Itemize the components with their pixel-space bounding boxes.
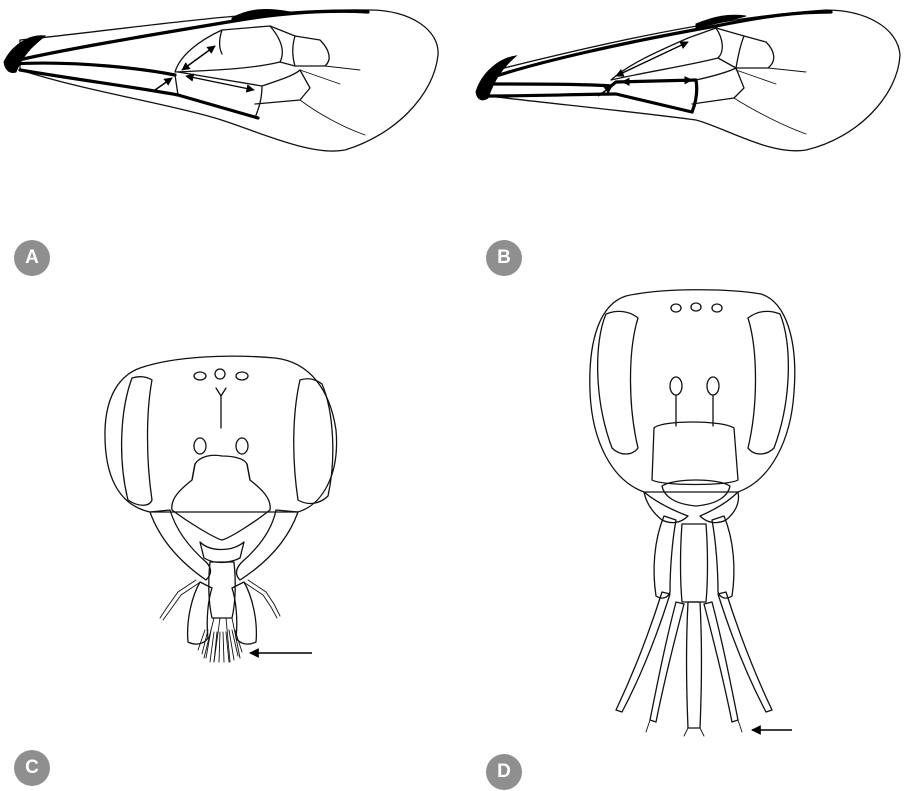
head-c-figure — [0, 300, 460, 720]
wing-b-figure — [466, 0, 916, 170]
wing-a-figure — [0, 0, 460, 170]
panel-label-a: A — [14, 240, 50, 276]
panel-d: D — [466, 280, 916, 791]
panel-label-b: B — [486, 240, 522, 276]
panel-a: A — [0, 0, 460, 280]
head-d-figure — [466, 280, 916, 750]
panel-label-c: C — [14, 750, 50, 786]
panel-label-d: D — [486, 754, 522, 790]
panel-b: B — [466, 0, 916, 280]
panel-c: C — [0, 300, 460, 791]
